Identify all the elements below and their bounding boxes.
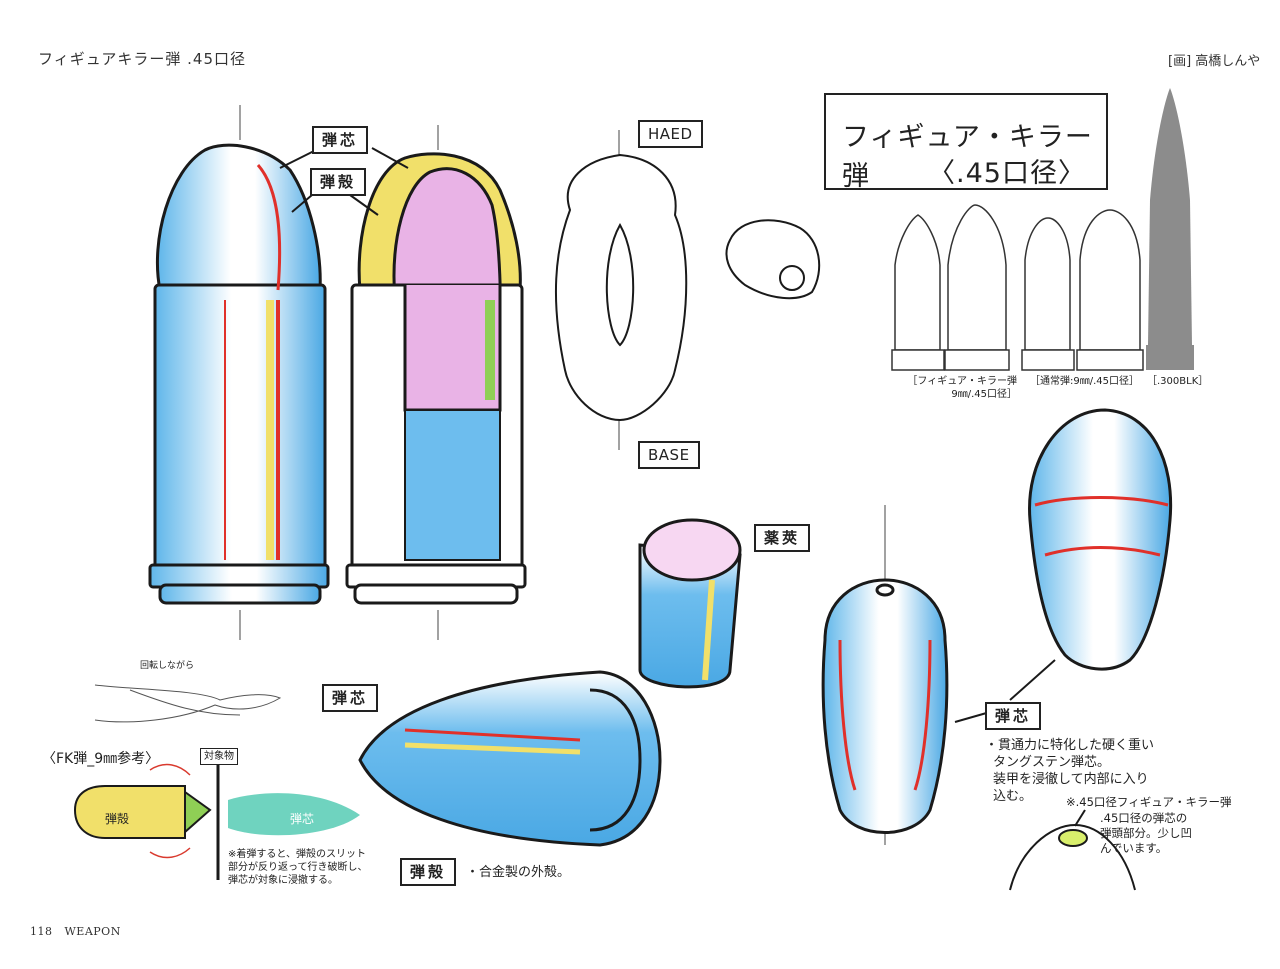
core-note: ・貫通力に特化した硬く重い タングステン弾芯。 装甲を浸徹して内部に入り 込む。 bbox=[985, 737, 1154, 805]
fk-reference-title: 〈FK弾_9㎜参考〉 bbox=[42, 751, 160, 767]
tip-note-line2: .45口径の弾芯の bbox=[1100, 811, 1188, 825]
page-footer: 118 WEAPON bbox=[30, 925, 121, 938]
tip-note-body: .45口径の弾芯の 弾頭部分。少し凹 んでいます。 bbox=[1100, 811, 1192, 856]
title-line2: 〈.45口径〉 bbox=[928, 158, 1086, 189]
tip-note-heading: ※.45口径フィギュア・キラー弾 bbox=[1066, 795, 1232, 809]
section-name: WEAPON bbox=[64, 925, 121, 938]
fk-note-line3: 弾芯が対象に浸撤する。 bbox=[228, 875, 338, 886]
rotation-label: 回転しながら bbox=[140, 661, 195, 671]
label-core-bottom: 弾芯 bbox=[322, 684, 379, 712]
casing-cylinder bbox=[638, 518, 742, 689]
title-box: フィギュア・キラー弾 〈.45口径〉 bbox=[824, 93, 1108, 192]
label-head: HAED bbox=[638, 120, 703, 148]
core-note-line2: タングステン弾芯。 bbox=[993, 755, 1111, 770]
page-header-title: フィギュアキラー弾 .45口径 bbox=[38, 50, 247, 68]
caption-fk-line2: 9㎜/.45口径］ bbox=[951, 389, 1017, 400]
label-base: BASE bbox=[638, 441, 700, 469]
small-tilted-bullet bbox=[725, 219, 821, 300]
bullet-cutaway bbox=[345, 152, 527, 605]
comparison-caption-normal: ［通常弾:9㎜/.45口径］ bbox=[1030, 376, 1140, 387]
artist-credit: [画] 高橋しんや bbox=[1168, 54, 1261, 69]
fk-note-line2: 部分が反り返って行き破断し、 bbox=[228, 862, 368, 873]
tip-detail bbox=[1009, 823, 1136, 891]
label-casing: 薬莢 bbox=[754, 524, 811, 552]
core-note-line1: ・貫通力に特化した硬く重い bbox=[985, 738, 1155, 753]
label-shell-top: 弾殻 bbox=[310, 168, 367, 196]
page-number: 118 bbox=[30, 925, 53, 938]
fk-shell-label: 弾殻 bbox=[105, 812, 130, 826]
core-note-line4: 込む。 bbox=[993, 789, 1033, 804]
comparison-caption-300blk: ［.300BLK］ bbox=[1147, 376, 1209, 387]
tip-note-line3: 弾頭部分。少し凹 bbox=[1100, 826, 1192, 840]
tip-note-line4: んでいます。 bbox=[1100, 841, 1168, 855]
bullet-horizontal bbox=[358, 670, 662, 847]
shell-note: ・合金製の外殻。 bbox=[466, 865, 571, 880]
comparison-rounds bbox=[891, 88, 1194, 371]
caption-fk-line1: ［フィギュア・キラー弾 bbox=[907, 376, 1017, 387]
fk-diagram bbox=[73, 763, 360, 880]
label-core-right: 弾芯 bbox=[985, 702, 1042, 730]
bullet-blue-full bbox=[148, 143, 330, 605]
fk-core-label: 弾芯 bbox=[290, 812, 315, 826]
label-shell-bottom: 弾殻 bbox=[400, 858, 457, 886]
label-core-top: 弾芯 bbox=[312, 126, 369, 154]
comparison-caption-fk: ［フィギュア・キラー弾 9㎜/.45口径］ bbox=[895, 375, 1017, 401]
head-outline bbox=[554, 153, 688, 422]
right-core-large bbox=[1028, 408, 1173, 671]
title-line1: フィギュア・キラー弾 bbox=[842, 122, 1093, 192]
target-label: 対象物 bbox=[200, 748, 238, 765]
core-note-line3: 装甲を浸徹して内部に入り bbox=[993, 772, 1149, 787]
fk-note-line1: ※着弾すると、弾殻のスリット bbox=[228, 849, 366, 860]
fk-sketch bbox=[94, 684, 282, 723]
fk-note: ※着弾すると、弾殻のスリット 部分が反り返って行き破断し、 弾芯が対象に浸撤する… bbox=[228, 848, 368, 887]
center-core bbox=[821, 578, 949, 834]
